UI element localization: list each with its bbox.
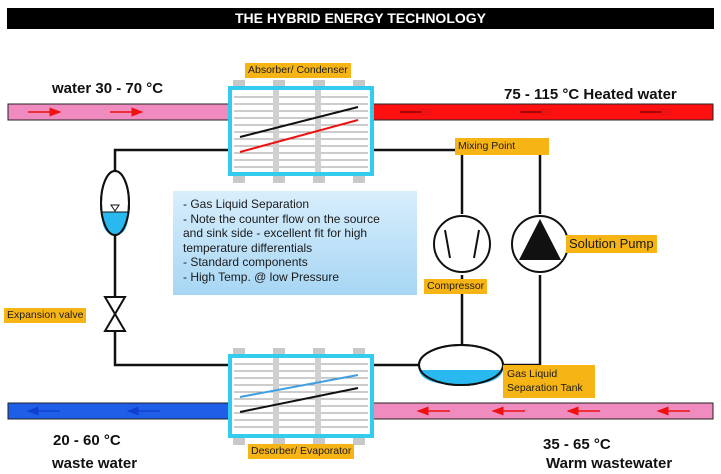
note-line: temperature differentials bbox=[183, 240, 313, 255]
heated-water-label: 75 - 115 °C Heated water bbox=[504, 86, 677, 103]
expansion-valve-symbol bbox=[103, 296, 127, 332]
waste-water-label: waste water bbox=[52, 455, 138, 472]
return-line-left-bottom bbox=[113, 332, 230, 367]
refrigerant-line bbox=[239, 387, 359, 413]
warm-temp-label: 35 - 65 °C bbox=[543, 436, 611, 453]
solution-pump-symbol bbox=[511, 215, 569, 273]
compressor-symbol bbox=[433, 215, 491, 273]
refrigerant-line bbox=[239, 106, 359, 138]
separation-tank-symbol bbox=[418, 344, 504, 386]
features-note-box: - Gas Liquid Separation - Note the count… bbox=[173, 191, 417, 295]
note-line: - Standard components bbox=[183, 255, 308, 269]
heating-water-line bbox=[239, 119, 359, 153]
warm-wastewater-label: Warm wastewater bbox=[546, 455, 673, 472]
note-line: - Note the counter flow on the source bbox=[183, 211, 380, 226]
absorber-condenser-exchanger bbox=[228, 80, 374, 183]
liquid-receiver-vessel bbox=[100, 170, 130, 236]
note-line: and sink side - excellent fit for high bbox=[183, 226, 368, 240]
water-inlet-label: water 30 - 70 °C bbox=[52, 80, 164, 97]
solution-pump-tag: Solution Pump bbox=[566, 235, 657, 253]
mixing-point-tag: Mixing Point bbox=[455, 138, 549, 155]
waste-temp-label: 20 - 60 °C bbox=[53, 432, 121, 449]
expansion-valve-tag: Expansion valve bbox=[4, 308, 87, 323]
pump-line-bottom bbox=[502, 275, 542, 367]
diagram-title: THE HYBRID ENERGY TECHNOLOGY bbox=[7, 8, 714, 29]
desorber-evaporator-tag: Desorber/ Evaporator bbox=[248, 444, 355, 459]
compressor-tag: Compressor bbox=[424, 279, 488, 294]
return-line-left-top bbox=[113, 148, 230, 170]
note-line: - Gas Liquid Separation bbox=[183, 197, 310, 211]
desorber-evaporator-exchanger bbox=[228, 348, 374, 445]
separation-tank-tag: Gas Liquid Separation Tank bbox=[503, 365, 595, 398]
absorber-condenser-tag: Absorber/ Condenser bbox=[245, 63, 351, 78]
note-line: - High Temp. @ low Pressure bbox=[183, 269, 340, 284]
evaporating-line bbox=[239, 374, 359, 398]
